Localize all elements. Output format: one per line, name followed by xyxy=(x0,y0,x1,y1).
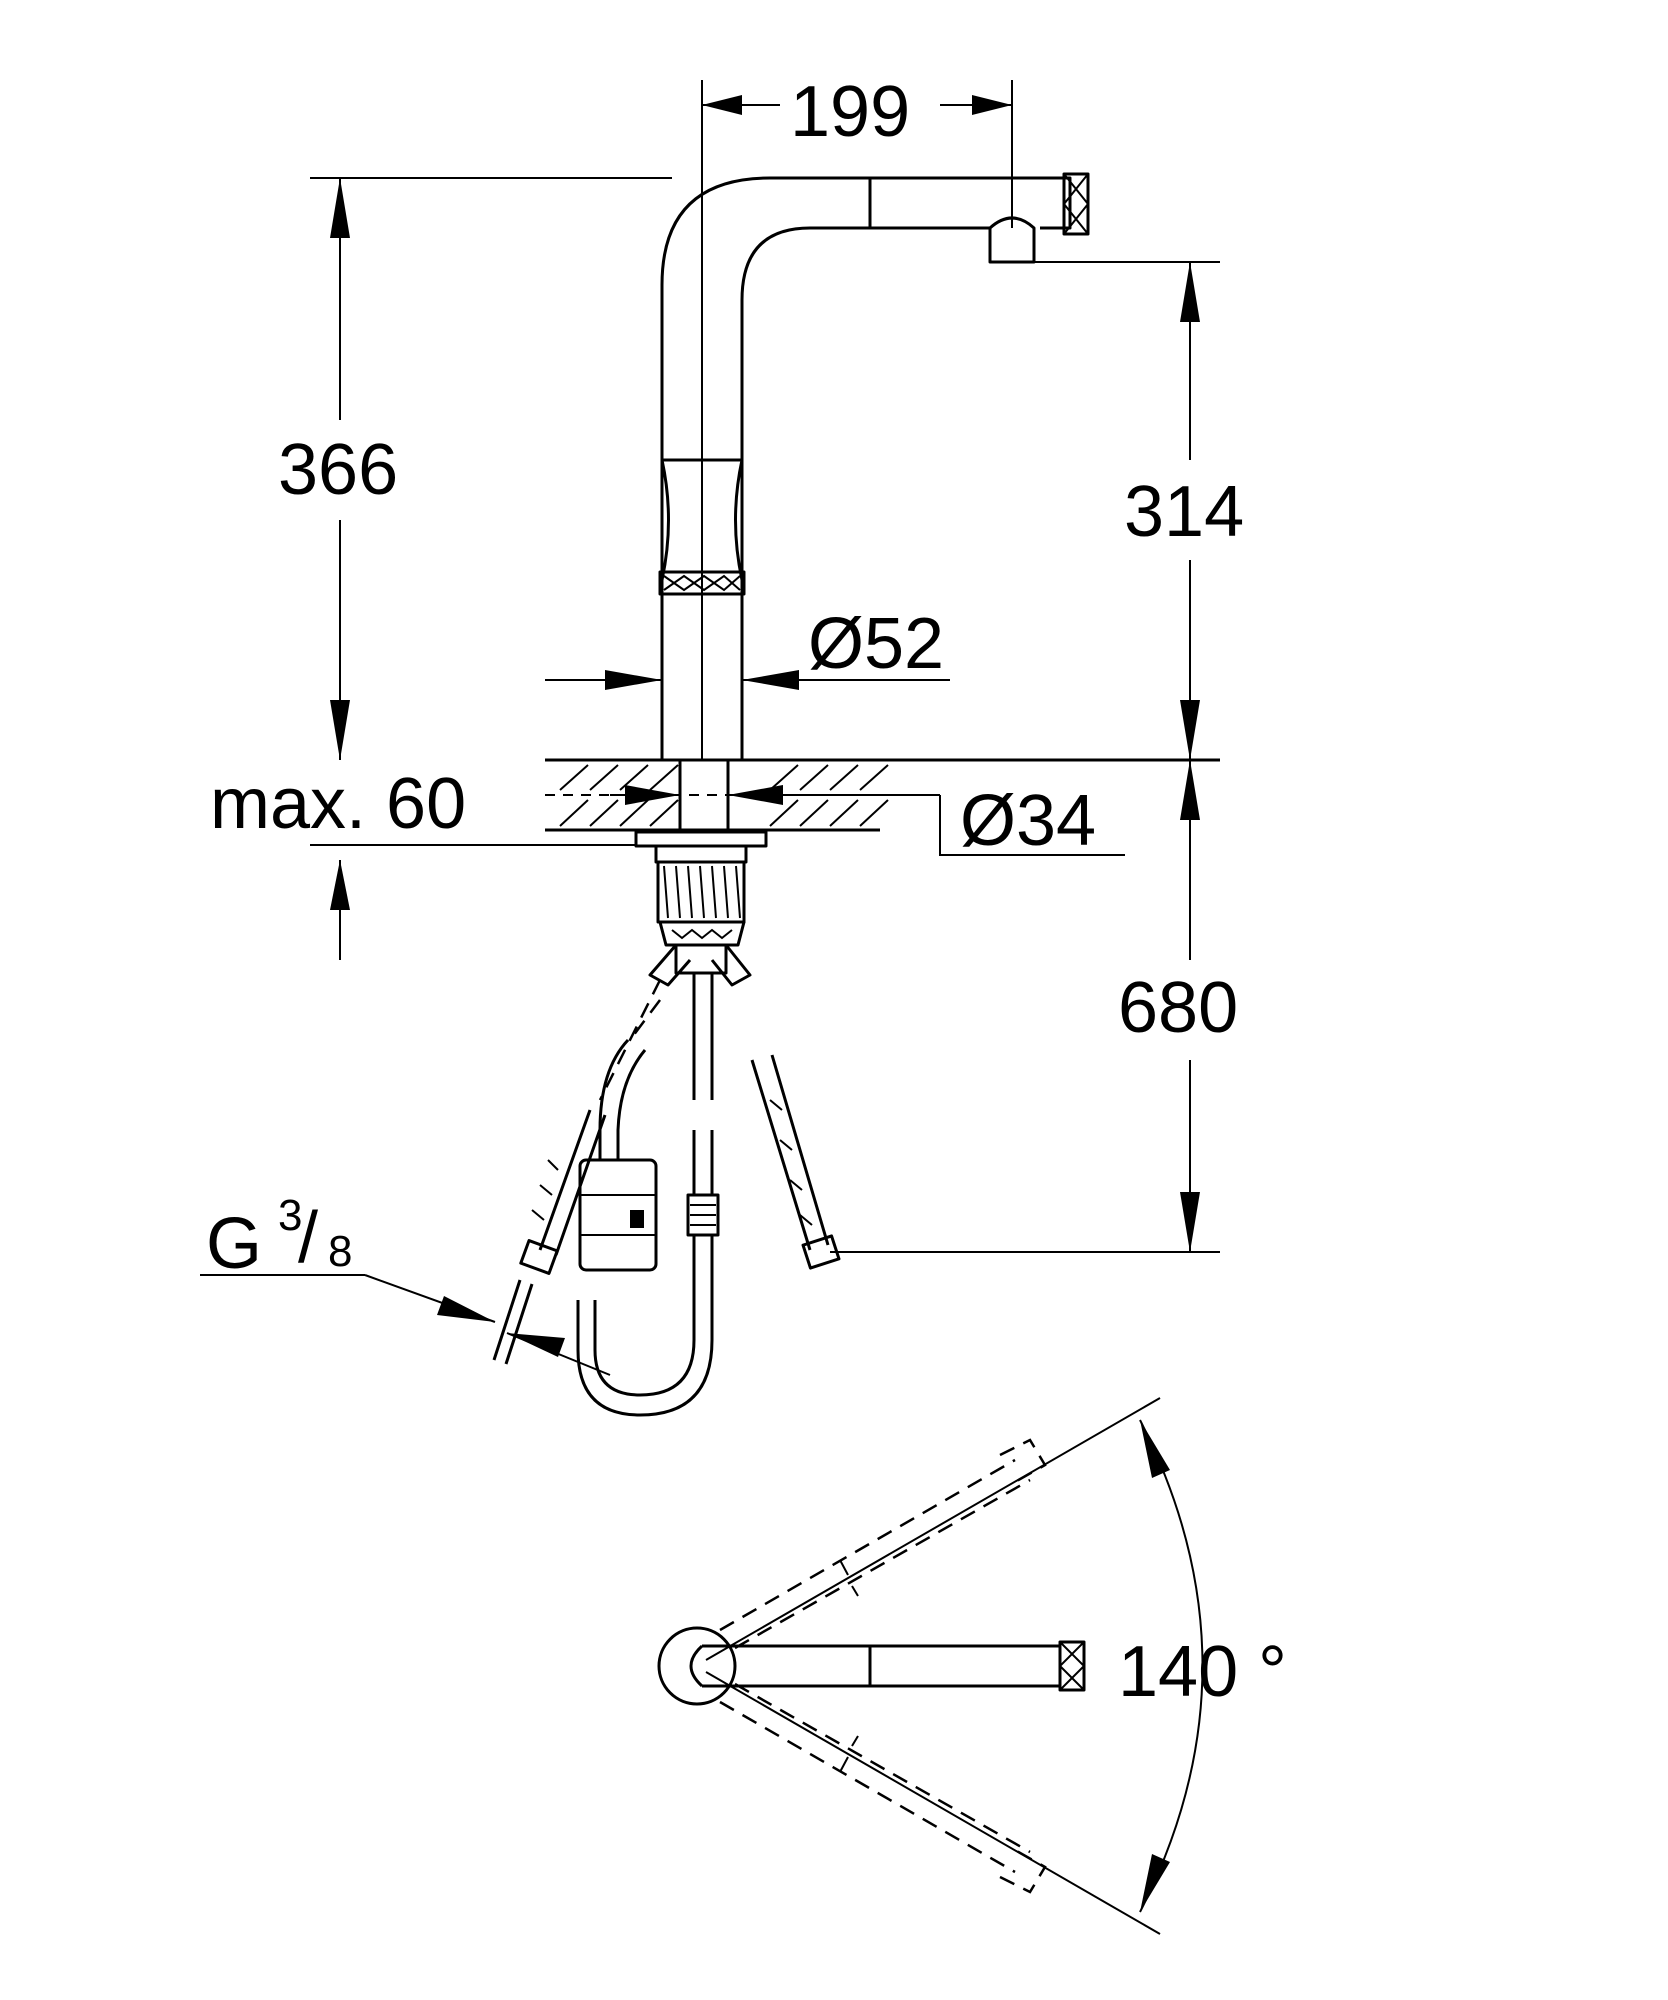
max-thickness-label: max. 60 xyxy=(210,764,466,844)
under-counter-assembly xyxy=(492,860,841,1417)
dimension-lines xyxy=(200,80,1220,1376)
hatch-line xyxy=(559,799,589,827)
hatch-line xyxy=(859,799,889,827)
height-total-label: 366 xyxy=(278,430,398,510)
hatch-line xyxy=(559,764,589,791)
faucet-top-view xyxy=(657,1397,1204,1935)
hatch-line xyxy=(649,799,679,827)
hatch-line xyxy=(829,799,859,827)
thread-letter-label: G xyxy=(206,1204,262,1284)
diameter-hole-label: Ø34 xyxy=(960,781,1096,861)
thread-numerator-label: 3 xyxy=(278,1191,302,1240)
thread-denominator-label: 8 xyxy=(328,1227,352,1276)
countertop-section xyxy=(545,758,1220,864)
hatch-line xyxy=(769,799,799,827)
hatch-line xyxy=(829,764,859,791)
hatch-line xyxy=(589,799,619,827)
width-label: 199 xyxy=(790,72,910,152)
dimension-labels: 199 366 314 Ø52 max. 60 Ø34 680 G 3 / 8 … xyxy=(206,72,1287,1712)
swivel-angle-label: 140 ° xyxy=(1118,1632,1287,1712)
hatch-line xyxy=(649,764,679,791)
hatch-line xyxy=(799,764,829,791)
hatch-line xyxy=(589,764,619,791)
hatch-line xyxy=(619,764,649,791)
hatch-line xyxy=(799,799,829,827)
hatch-line xyxy=(859,764,889,791)
hose-length-label: 680 xyxy=(1118,968,1238,1048)
diameter-body-label: Ø52 xyxy=(808,604,944,684)
thread-slash: / xyxy=(298,1198,318,1278)
hatch-line xyxy=(769,764,799,791)
spout-height-label: 314 xyxy=(1124,472,1244,552)
hatch-line xyxy=(619,799,649,827)
faucet-side-view xyxy=(658,80,1090,760)
